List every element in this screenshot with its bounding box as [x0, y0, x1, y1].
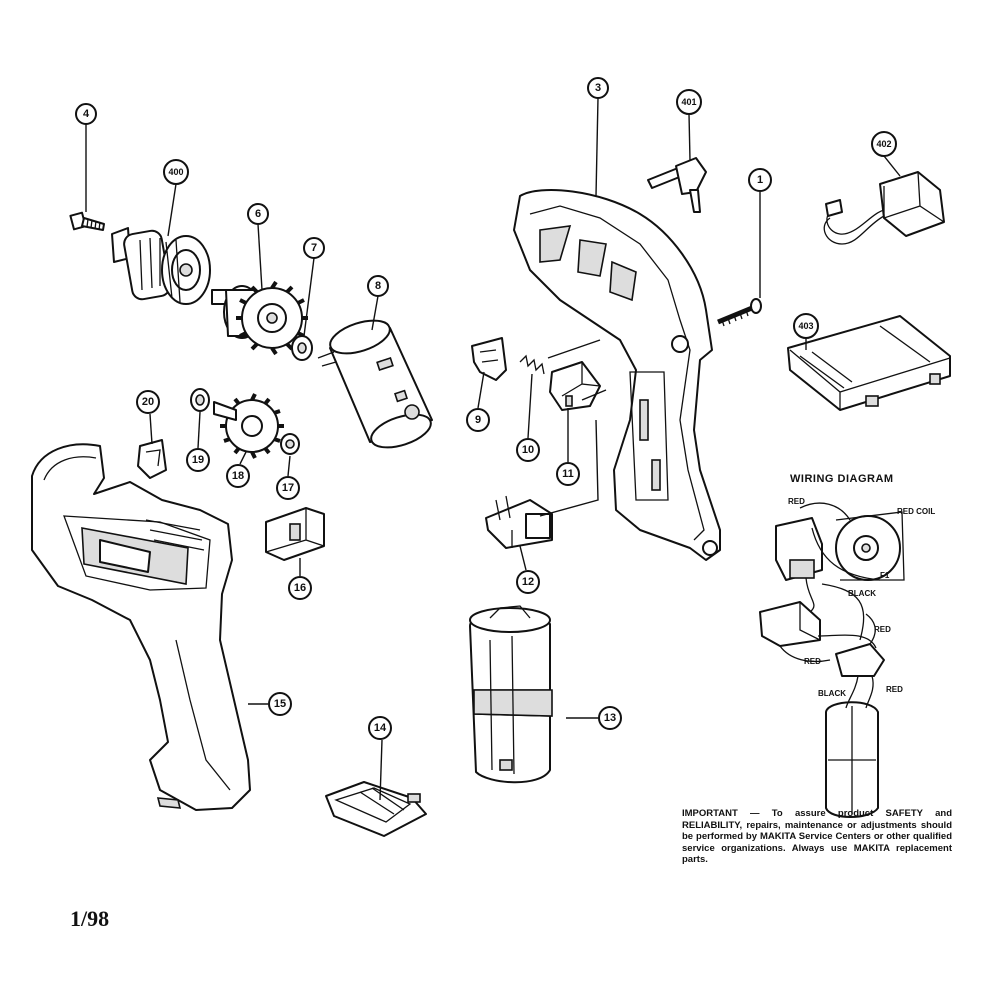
part-401-chuck-key-drawing — [647, 157, 707, 213]
wire-label-red-lower: RED — [804, 657, 821, 666]
part-8-motor-drawing — [317, 319, 433, 449]
part-17-bearing-drawing — [280, 433, 300, 455]
part-number-9: 9 — [475, 414, 481, 426]
wire-label-red-bottom: RED — [886, 685, 903, 694]
part-7-bearing-drawing — [291, 335, 313, 361]
part-number-8: 8 — [375, 280, 381, 292]
part-number-6: 6 — [255, 208, 261, 220]
part-callout-6: 6 — [247, 203, 269, 225]
safety-notice: IMPORTANT — To assure product SAFETY and… — [682, 808, 952, 865]
part-402-charger-drawing — [823, 171, 945, 245]
part-number-13: 13 — [604, 712, 616, 724]
part-number-19: 19 — [192, 454, 204, 466]
part-callout-10: 10 — [516, 438, 540, 462]
part-16-switch-drawing — [265, 507, 325, 561]
part-13-battery-pack-drawing — [469, 605, 553, 784]
part-number-17: 17 — [282, 482, 294, 494]
part-11-switch-drawing — [549, 361, 601, 411]
wiring-diagram-title: WIRING DIAGRAM — [790, 473, 894, 485]
part-callout-9: 9 — [466, 408, 490, 432]
wire-label-black-lower: BLACK — [818, 689, 846, 698]
part-number-10: 10 — [522, 444, 534, 456]
wire-label-red-top: RED — [788, 497, 805, 506]
part-number-16: 16 — [294, 582, 306, 594]
part-callout-4: 4 — [75, 103, 97, 125]
part-6-gear-assembly-drawing — [211, 280, 308, 356]
part-callout-403: 403 — [793, 313, 819, 339]
part-callout-20: 20 — [136, 390, 160, 414]
part-14-battery-cover-drawing — [325, 781, 427, 837]
part-callout-1: 1 — [748, 168, 772, 192]
part-callout-13: 13 — [598, 706, 622, 730]
part-10-spring-drawing — [519, 354, 545, 375]
part-number-14: 14 — [374, 722, 387, 734]
part-number-11: 11 — [562, 468, 574, 480]
part-3-housing-drawing — [513, 189, 721, 561]
part-number-15: 15 — [274, 698, 286, 710]
part-callout-401: 401 — [676, 89, 702, 115]
leader-lines — [85, 97, 901, 801]
part-number-400: 400 — [168, 167, 183, 177]
part-12-switch-board-drawing — [485, 495, 553, 549]
part-callout-16: 16 — [288, 576, 312, 600]
part-callout-3: 3 — [587, 77, 609, 99]
wire-label-f1: F1 — [880, 571, 890, 580]
part-18-gear-drawing — [213, 393, 284, 459]
part-callout-8: 8 — [367, 275, 389, 297]
part-number-7: 7 — [311, 242, 317, 254]
part-number-401: 401 — [681, 97, 696, 107]
part-403-case-drawing — [787, 315, 951, 411]
page-number: 1/98 — [70, 906, 110, 931]
part-callout-402: 402 — [871, 131, 897, 157]
part-callout-19: 19 — [186, 448, 210, 472]
part-1-screw-drawing — [717, 298, 762, 327]
part-number-403: 403 — [798, 321, 813, 331]
part-callout-18: 18 — [226, 464, 250, 488]
part-callout-11: 11 — [556, 462, 580, 486]
part-callout-12: 12 — [516, 570, 540, 594]
part-callout-400: 400 — [163, 159, 189, 185]
part-number-12: 12 — [522, 576, 534, 588]
part-number-18: 18 — [232, 470, 244, 482]
part-number-4: 4 — [83, 108, 90, 120]
part-callout-15: 15 — [268, 692, 292, 716]
wire-label-black-top: BLACK — [848, 589, 876, 598]
wire-label-red-coil: RED COIL — [897, 507, 935, 516]
part-callout-17: 17 — [276, 476, 300, 500]
part-number-20: 20 — [142, 396, 154, 408]
part-15-housing-drawing — [31, 443, 251, 811]
part-callout-7: 7 — [303, 237, 325, 259]
part-number-402: 402 — [876, 139, 891, 149]
part-400-chuck-drawing — [111, 227, 211, 305]
wiring-diagram-drawing — [759, 502, 905, 818]
part-19-sleeve-drawing — [190, 388, 210, 412]
part-number-3: 3 — [595, 82, 601, 94]
part-callout-14: 14 — [368, 716, 392, 740]
part-20-clip-drawing — [137, 439, 167, 479]
part-number-1: 1 — [757, 174, 763, 186]
part-4-screw-drawing — [69, 211, 105, 231]
part-9-bracket-drawing — [471, 337, 507, 381]
wire-label-red-mid: RED — [874, 625, 891, 634]
